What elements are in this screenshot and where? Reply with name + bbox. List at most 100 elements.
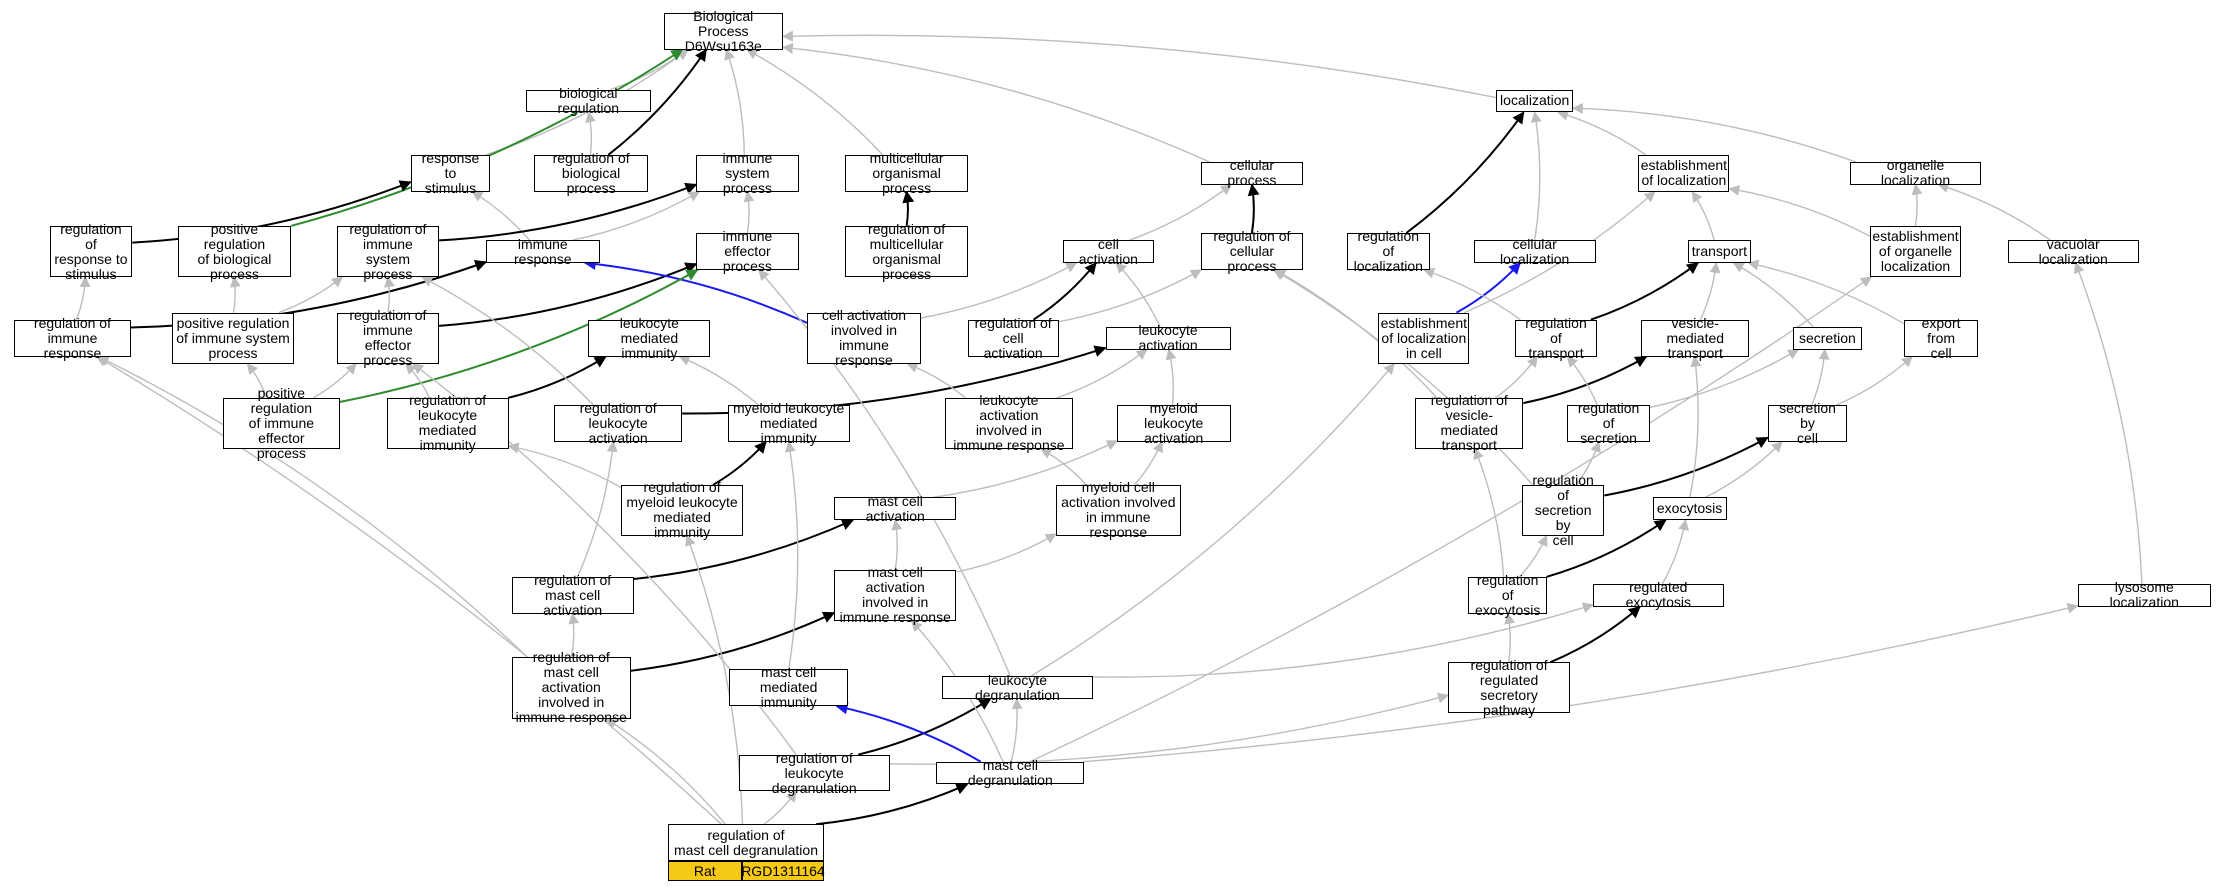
node-pos-reg-imm-eff[interactable]: positive regulation of immune effector p… [223, 385, 340, 460]
node-myel-leuk-act[interactable]: myeloid leukocyte activation [1116, 400, 1231, 445]
node-localization[interactable]: localization [1496, 89, 1574, 113]
node-mast-act-imm[interactable]: mast cell activation involved in immune … [834, 565, 957, 625]
node-reg-mast-act[interactable]: regulation of mast cell activation [511, 572, 634, 617]
node-multi-org[interactable]: multicellular organismal process [845, 150, 968, 195]
node-myel-leuk-med-imm[interactable]: myeloid leukocyte mediated immunity [727, 400, 850, 445]
node-pos-reg-imm-sys[interactable]: positive regulation of immune system pro… [171, 312, 295, 364]
node-reg-transport[interactable]: regulation of transport [1514, 315, 1598, 360]
node-reg-cell-act[interactable]: regulation of cell activation [967, 315, 1059, 360]
node-reg-secretion[interactable]: regulation of secretion [1567, 400, 1650, 445]
node-label: regulation of cellular process [1213, 228, 1291, 274]
node-label: mast cell activation involved in immune … [839, 564, 951, 626]
node-cell-loc[interactable]: cellular localization [1473, 236, 1596, 266]
node-label: regulation of exocytosis [1474, 571, 1541, 618]
node-reg-ves-transport[interactable]: regulation of vesicle-mediated transport [1415, 393, 1524, 453]
node-leuk-degran[interactable]: leukocyte degranulation [942, 672, 1093, 702]
node-immune-resp[interactable]: immune response [485, 236, 600, 266]
node-estab-org-loc[interactable]: establishment of organelle localization [1870, 225, 1961, 278]
edge-black [712, 441, 767, 486]
node-label: mast cell degranulation [967, 757, 1053, 789]
node-regulated-exo[interactable]: regulated exocytosis [1592, 580, 1724, 610]
node-lyso-loc[interactable]: lysosome localization [2077, 580, 2212, 610]
edge-gray [1134, 440, 1164, 486]
node-estab-loc[interactable]: establishment of localization [1638, 154, 1730, 192]
node-reg-mast-act-imm[interactable]: regulation of mast cell activation invol… [511, 650, 631, 725]
node-reg-cell-proc[interactable]: regulation of cellular process [1200, 229, 1304, 274]
node-label: transport [1691, 243, 1748, 259]
edge-black [607, 48, 707, 156]
node-label: regulation of cell activation [974, 314, 1052, 361]
node-label: biological regulation [557, 84, 620, 116]
node-reg-leuk-act[interactable]: regulation of leukocyte activation [554, 400, 683, 445]
node-reg-resp-stim[interactable]: regulation of response to stimulus [49, 221, 133, 281]
edge-black [1546, 519, 1667, 578]
node-reg-reg-sec[interactable]: regulation of regulated secretory pathwa… [1447, 657, 1571, 717]
node-exocytosis[interactable]: exocytosis [1652, 497, 1727, 521]
node-reg-leuk-degran[interactable]: regulation of leukocyte degranulation [738, 750, 890, 795]
node-mast-med-imm[interactable]: mast cell mediated immunity [728, 665, 849, 710]
edge-gray [1092, 602, 1594, 678]
edge-gray [1661, 519, 1690, 585]
edge-gray [1519, 534, 1548, 578]
node-leuk-act[interactable]: leukocyte activation [1105, 323, 1231, 353]
node-mast-degran[interactable]: mast cell degranulation [936, 758, 1085, 788]
node-myel-cell-act-imm[interactable]: myeloid cell activation involved in immu… [1055, 480, 1181, 540]
node-cell-act-imm[interactable]: cell activation involved in immune respo… [807, 308, 921, 368]
edge-black [132, 180, 412, 244]
node-cell-act[interactable]: cell activation [1062, 236, 1154, 266]
node-imm-eff[interactable]: immune effector process [696, 229, 799, 274]
node-label: response to stimulus [421, 149, 480, 196]
node-pos-reg-bio[interactable]: positive regulation of biological proces… [177, 221, 292, 281]
node-ves-transport[interactable]: vesicle-mediated transport [1641, 315, 1750, 360]
node-reg-sec-cell[interactable]: regulation of secretion by cell [1521, 472, 1605, 547]
node-export-cell[interactable]: export from cell [1904, 315, 1979, 360]
edge-black [1405, 111, 1525, 234]
node-estab-loc-cell[interactable]: establishment of localization in cell [1378, 312, 1470, 364]
node-leuk-med-imm[interactable]: leukocyte mediated immunity [588, 315, 711, 360]
edge-gray [1473, 447, 1505, 577]
edge-black [1032, 261, 1097, 321]
edge-gray [1836, 355, 1913, 406]
node-reg-mast-degran[interactable]: regulation of mast cell degranulation [667, 824, 825, 862]
edge-gray [1649, 348, 1800, 409]
node-org-loc[interactable]: organelle localization [1850, 158, 1981, 188]
node-reg-bio[interactable]: regulation of biological process [534, 150, 648, 195]
node-resp-stim[interactable]: response to stimulus [410, 150, 491, 195]
node-reg-imm-sys[interactable]: regulation of immune system process [336, 221, 440, 281]
node-vac-loc[interactable]: vacuolar localization [2007, 236, 2139, 266]
node-secretion[interactable]: secretion [1793, 326, 1862, 350]
edge-blue [1456, 262, 1521, 314]
node-mast-act[interactable]: mast cell activation [834, 493, 957, 523]
edge-gray [1504, 612, 1516, 663]
edge-gray [610, 49, 689, 91]
node-reg-multi[interactable]: regulation of multicellular organismal p… [845, 221, 968, 281]
node-reg-imm-eff[interactable]: regulation of immune effector process [336, 308, 440, 368]
node-reg-imm-resp[interactable]: regulation of immune response [14, 315, 131, 360]
node-immune-sys[interactable]: immune system process [696, 150, 799, 195]
edge-gray [405, 363, 431, 399]
node-leuk-act-imm[interactable]: leukocyte activation involved in immune … [944, 393, 1073, 453]
node-label: regulation of regulated secretory pathwa… [1470, 656, 1548, 718]
edge-gray [605, 718, 726, 825]
node-bioreg[interactable]: biological regulation [525, 85, 651, 115]
edge-gray [96, 356, 722, 825]
node-transport[interactable]: transport [1688, 240, 1751, 263]
edge-gray [312, 362, 357, 399]
node-cell-proc[interactable]: cellular process [1200, 158, 1304, 188]
node-reg-exo[interactable]: regulation of exocytosis [1467, 572, 1548, 617]
node-label: multicellular organismal process [869, 149, 944, 196]
edge-gray [1699, 261, 1721, 320]
node-reg-loc[interactable]: regulation of localization [1347, 229, 1430, 274]
edge-gray [278, 276, 344, 314]
edge-gray [1040, 448, 1087, 486]
node-reg-leuk-med-imm[interactable]: regulation of leukocyte mediated immunit… [386, 393, 509, 453]
node-bp[interactable]: Biological Process D6Wsu163e [663, 8, 783, 53]
node-reg-myel-imm[interactable]: regulation of myeloid leukocyte mediated… [620, 480, 744, 540]
edge-gray [781, 42, 1210, 163]
node-secretion-cell[interactable]: secretion by cell [1767, 400, 1848, 445]
edge-black [633, 519, 854, 580]
node-label: regulation of localization [1353, 228, 1423, 274]
edge-gray [1115, 262, 1161, 328]
edge-gray [1811, 348, 1830, 406]
node-label: leukocyte activation [1138, 322, 1198, 354]
